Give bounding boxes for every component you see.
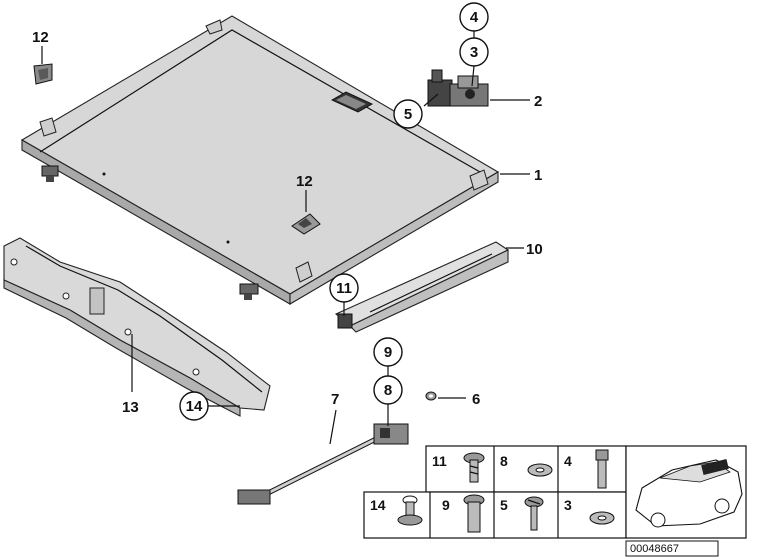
parcel-shelf-panel <box>20 15 500 305</box>
table-cell-5-label: 5 <box>500 497 508 513</box>
clip-12-middle <box>291 213 321 235</box>
table-cell-4: 4 <box>564 449 609 489</box>
callout-8-label: 8 <box>384 382 392 399</box>
callout-14-label: 14 <box>186 398 203 415</box>
reference-number: 00048667 <box>630 543 679 555</box>
latch-assembly <box>427 69 489 107</box>
table-cell-14: 14 <box>370 495 423 526</box>
bolt-4-icon <box>595 449 609 489</box>
callout-3-label: 3 <box>470 44 478 61</box>
support-rod <box>237 423 409 505</box>
callout-6: 6 <box>472 391 480 408</box>
washer-3-icon <box>589 511 615 525</box>
side-trim-bracket <box>3 237 271 417</box>
callout-9-label: 9 <box>384 344 392 361</box>
callout-3: 3 <box>459 37 489 67</box>
table-cell-11: 11 <box>432 452 485 483</box>
table-cell-5: 5 <box>500 496 544 531</box>
callout-12-upper: 12 <box>32 29 49 46</box>
bolt-11-icon <box>463 452 485 483</box>
callout-4: 4 <box>459 2 489 32</box>
leader-lines <box>41 18 530 445</box>
table-cell-8: 8 <box>500 453 553 477</box>
callout-11: 11 <box>329 273 359 303</box>
bolt-9-icon <box>463 494 485 533</box>
callout-4-label: 4 <box>470 9 479 26</box>
table-cell-11-label: 11 <box>432 453 447 469</box>
guide-rail <box>334 241 510 333</box>
callout-7: 7 <box>331 391 339 408</box>
small-nut <box>425 391 437 401</box>
table-cell-4-label: 4 <box>564 453 572 469</box>
reference-number-box: 00048667 <box>625 540 719 557</box>
table-cell-8-label: 8 <box>500 453 508 469</box>
shelf-hinge-left <box>41 165 59 182</box>
shelf-tab-front <box>295 261 313 283</box>
table-cell-9-label: 9 <box>442 497 450 513</box>
callout-14: 14 <box>179 391 209 421</box>
callout-5: 5 <box>393 99 423 129</box>
callout-13: 13 <box>122 399 139 416</box>
table-cell-14-label: 14 <box>370 497 386 513</box>
screw-5-icon <box>524 496 544 531</box>
callout-2: 2 <box>534 93 542 110</box>
callout-5-label: 5 <box>404 106 412 123</box>
callout-12-middle: 12 <box>296 173 313 190</box>
hardware-table: 11 8 4 14 <box>363 445 747 539</box>
shelf-hinge-right <box>239 283 259 300</box>
table-cell-3: 3 <box>564 497 615 525</box>
callout-1: 1 <box>534 167 542 184</box>
callout-9: 9 <box>373 337 403 367</box>
clip-12-upper <box>33 63 53 85</box>
callout-10: 10 <box>526 241 543 258</box>
shelf-tab-left <box>39 117 57 137</box>
table-cell-9: 9 <box>442 494 485 533</box>
vehicle-location-icon <box>635 459 743 528</box>
push-clip-14-icon <box>397 495 423 526</box>
shelf-tab-top <box>205 19 223 35</box>
shelf-tab-right <box>469 169 489 191</box>
callout-11-label: 11 <box>336 280 352 297</box>
washer-8-icon <box>527 463 553 477</box>
table-cell-3-label: 3 <box>564 497 572 513</box>
callout-8: 8 <box>373 375 403 405</box>
